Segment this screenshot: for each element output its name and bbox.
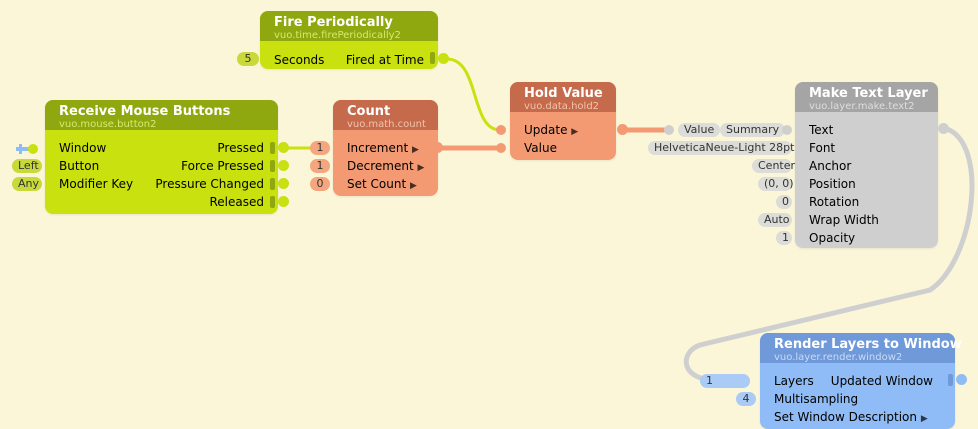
port-label-set-count: Set Count ▶	[347, 177, 417, 191]
node-header[interactable]: Render Layers to Window vuo.layer.render…	[760, 333, 962, 363]
node-header[interactable]: Make Text Layer vuo.layer.make.text2	[795, 82, 938, 112]
port-label-font: Font	[809, 141, 836, 155]
port-out-fired[interactable]	[438, 53, 449, 64]
port-out-text-layer[interactable]	[938, 123, 949, 134]
const-anchor[interactable]: Center	[752, 159, 795, 173]
cable-text-to-render	[683, 125, 975, 383]
port-label-released: Released	[209, 195, 264, 209]
event-bar-pressed	[270, 142, 275, 154]
port-label-fired-at-time: Fired at Time	[345, 53, 424, 67]
const-rotation[interactable]: 0	[776, 195, 792, 209]
event-bar-fired	[430, 52, 435, 64]
event-bar-pressure-changed	[270, 178, 275, 190]
node-count[interactable]: Count vuo.math.count Increment ▶ Decreme…	[333, 100, 438, 196]
port-in-text-value[interactable]	[664, 125, 674, 135]
node-title: Fire Periodically	[274, 15, 393, 30]
port-out-count[interactable]	[432, 142, 443, 153]
port-label-button: Button	[59, 159, 100, 173]
node-class: vuo.time.firePeriodically2	[274, 30, 401, 41]
port-label-value: Value	[524, 141, 557, 155]
port-label-seconds: Seconds	[274, 53, 325, 67]
port-in-text[interactable]	[782, 125, 792, 135]
node-header[interactable]: Receive Mouse Buttons vuo.mouse.button2	[45, 100, 278, 130]
port-label-wrap-width: Wrap Width	[809, 213, 879, 227]
port-out-force-pressed[interactable]	[278, 160, 289, 171]
const-layers[interactable]: 1	[700, 374, 750, 388]
node-hold-value[interactable]: Hold Value vuo.data.hold2 Update ▶ Value	[510, 82, 616, 160]
port-out-hold-value[interactable]	[617, 124, 628, 135]
node-title: Hold Value	[524, 86, 603, 101]
const-text-value: Value	[678, 123, 721, 137]
const-font[interactable]: HelveticaNeue-Light 28pt	[648, 141, 794, 155]
node-class: vuo.math.count	[347, 119, 426, 130]
const-increment[interactable]: 1	[310, 141, 330, 155]
event-bar-updated-window	[948, 374, 953, 386]
node-header[interactable]: Fire Periodically vuo.time.firePeriodica…	[260, 11, 438, 41]
node-fire-periodically[interactable]: Fire Periodically vuo.time.firePeriodica…	[260, 11, 438, 69]
port-in-value[interactable]	[496, 143, 506, 153]
port-out-released[interactable]	[278, 196, 289, 207]
port-label-modifier-key: Modifier Key	[59, 177, 134, 191]
const-decrement[interactable]: 1	[310, 159, 330, 173]
node-title: Count	[347, 104, 391, 119]
port-out-pressure-changed[interactable]	[278, 178, 289, 189]
node-make-text-layer[interactable]: Make Text Layer vuo.layer.make.text2 Tex…	[795, 82, 938, 248]
port-label-window: Window	[59, 141, 107, 155]
node-receive-mouse-buttons[interactable]: Receive Mouse Buttons vuo.mouse.button2 …	[45, 100, 278, 214]
node-header[interactable]: Count vuo.math.count	[333, 100, 438, 130]
node-header[interactable]: Hold Value vuo.data.hold2	[510, 82, 616, 112]
port-out-pressed[interactable]	[278, 142, 289, 153]
const-text-summary: Summary	[720, 123, 786, 137]
const-wrap-width[interactable]: Auto	[758, 213, 792, 227]
const-opacity[interactable]: 1	[776, 231, 792, 245]
port-label-updated-window: Updated Window	[830, 374, 933, 388]
port-label-text: Text	[809, 123, 834, 137]
const-multisampling[interactable]: 4	[736, 392, 756, 406]
const-position[interactable]: (0, 0)	[758, 177, 794, 191]
port-in-update[interactable]	[496, 125, 506, 135]
port-label-update: Update ▶	[524, 123, 579, 137]
port-out-updated-window[interactable]	[956, 374, 967, 385]
port-label-rotation: Rotation	[809, 195, 860, 209]
const-set-count[interactable]: 0	[310, 177, 330, 191]
node-class: vuo.data.hold2	[524, 101, 600, 112]
port-label-force-pressed: Force Pressed	[181, 159, 264, 173]
node-title: Render Layers to Window	[774, 337, 962, 352]
const-button[interactable]: Left	[12, 159, 42, 173]
text-port-summary[interactable]: Value Summary	[664, 123, 794, 137]
event-bar-force-pressed	[270, 160, 275, 172]
port-label-opacity: Opacity	[809, 231, 856, 245]
port-label-increment: Increment ▶	[347, 141, 419, 155]
port-label-multisampling: Multisampling	[774, 392, 859, 406]
cable-fire-to-update	[446, 57, 501, 132]
const-modifier-key[interactable]: Any	[12, 177, 42, 191]
port-label-set-window-description: Set Window Description ▶	[774, 410, 928, 424]
port-label-decrement: Decrement ▶	[347, 159, 425, 173]
window-plug-icon[interactable]	[16, 143, 38, 154]
port-label-pressure-changed: Pressure Changed	[155, 177, 264, 191]
event-bar-released	[270, 196, 275, 208]
node-class: vuo.mouse.button2	[59, 119, 157, 130]
node-title: Receive Mouse Buttons	[59, 104, 231, 119]
port-label-layers: Layers	[774, 374, 814, 388]
node-class: vuo.layer.make.text2	[809, 101, 915, 112]
port-label-pressed: Pressed	[217, 141, 264, 155]
port-label-position: Position	[809, 177, 856, 191]
const-seconds[interactable]: 5	[237, 52, 259, 66]
node-title: Make Text Layer	[809, 86, 928, 101]
node-render-layers-to-window[interactable]: Render Layers to Window vuo.layer.render…	[760, 333, 962, 429]
node-class: vuo.layer.render.window2	[774, 352, 903, 363]
port-label-anchor: Anchor	[809, 159, 852, 173]
